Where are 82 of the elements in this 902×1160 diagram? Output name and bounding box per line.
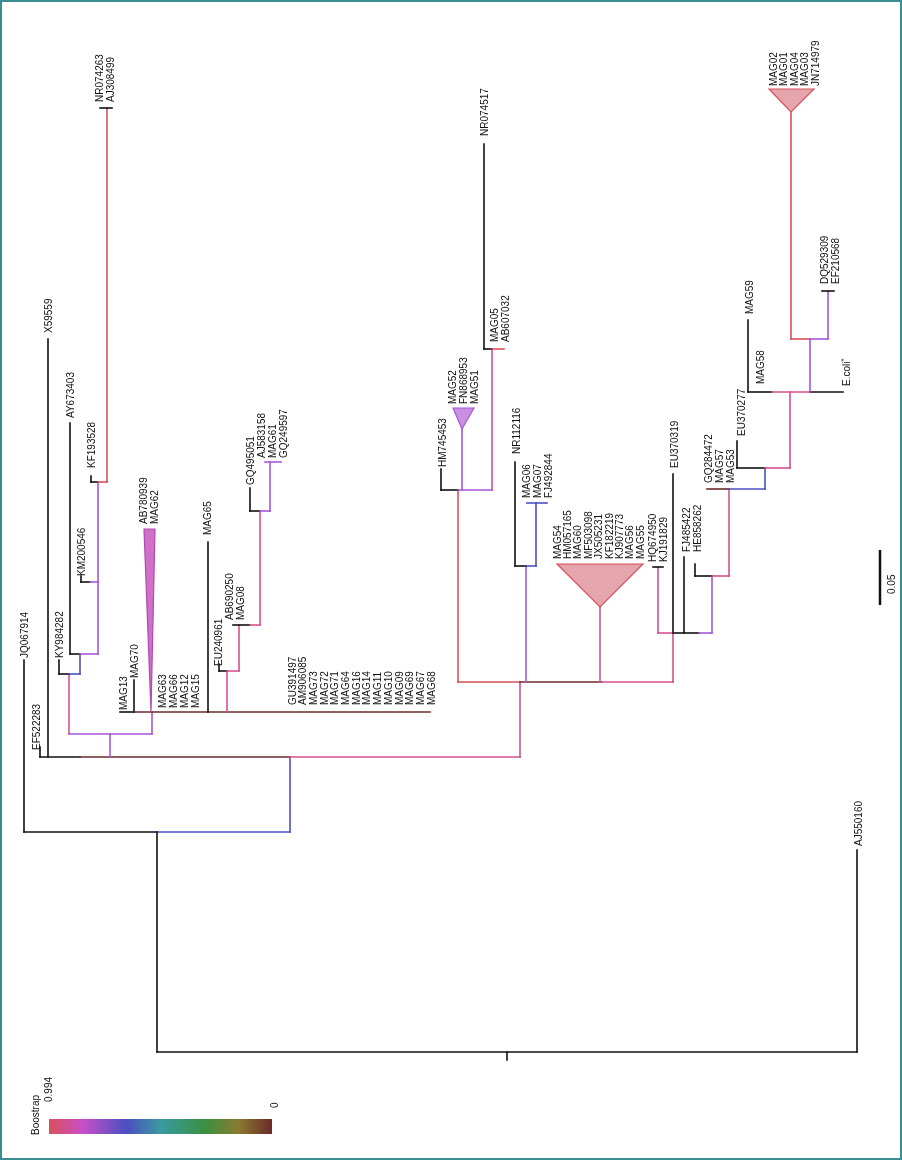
taxon-label: NR074263 (93, 54, 105, 102)
taxon-label: GQ495051 (244, 436, 256, 485)
taxon-label: MAG59 (743, 280, 755, 314)
taxon-label: MAG15 (189, 674, 201, 708)
taxon-label: MAG01 (778, 52, 789, 86)
taxon-label: MAG53 (724, 449, 736, 483)
taxon-label: AB690250 (223, 573, 235, 620)
taxon-label: GQ284472 (702, 434, 714, 483)
taxon-label: MAG04 (788, 52, 800, 86)
taxon-label: AM906085 (297, 656, 309, 705)
taxon-label: EF522283 (30, 703, 42, 750)
taxon-label: MAG55 (634, 525, 646, 559)
taxon-label: MAG14 (361, 671, 373, 705)
taxon-label: JQ067914 (18, 611, 30, 658)
taxon-label: MAG08 (234, 586, 246, 620)
taxon-label: EU370319 (668, 420, 680, 468)
taxon-label: JN714979 (809, 40, 821, 86)
taxon-label: KF193528 (85, 421, 97, 468)
taxon-label: GU391497 (286, 656, 298, 705)
taxon-label: MAG05 (488, 308, 500, 342)
taxon-label: MAG72 (318, 671, 330, 705)
taxon-label: MF503098 (582, 511, 594, 559)
taxon-label: HE858262 (691, 504, 703, 552)
taxon-label: MAG68 (425, 671, 437, 705)
taxon-label: DQ529309 (818, 235, 830, 284)
taxon-label: MAG07 (531, 464, 543, 498)
taxon-label: KY984282 (53, 611, 65, 658)
taxon-label: AJ308499 (104, 56, 116, 102)
scale-label: 0.05 (885, 574, 897, 594)
taxon-label: MAG12 (178, 674, 190, 708)
taxon-label: MAG58 (754, 350, 766, 384)
taxon-label: MAG70 (128, 644, 140, 678)
taxon-label: MAG57 (713, 449, 725, 483)
taxon-label: MAG65 (201, 501, 213, 535)
taxon-label: FJ485422 (680, 507, 692, 552)
taxon-label: MAG63 (156, 674, 168, 708)
taxon-label: MAG56 (624, 525, 636, 559)
taxon-label: HQ674950 (646, 513, 658, 562)
taxon-label: AB607032 (499, 295, 511, 342)
taxon-label: MAG11 (372, 671, 384, 705)
taxon-label: MAG73 (307, 671, 319, 705)
taxon-label: KJ191829 (657, 516, 669, 562)
taxon-label: MAG16 (350, 671, 362, 705)
taxon-label: FJ492844 (542, 453, 554, 498)
taxon-label: MAG69 (404, 671, 416, 705)
taxon-label: JX505231 (593, 513, 605, 559)
taxon-label: MAG09 (393, 671, 405, 705)
taxon-label: MAG52 (446, 370, 458, 404)
taxon-label: KJ907773 (613, 513, 625, 559)
taxon-label: FN868953 (457, 357, 469, 404)
taxon-label: KM200546 (75, 527, 87, 576)
taxon-label: NR112116 (510, 407, 522, 454)
taxon-label: MAG13 (117, 676, 129, 710)
taxon-label: AJ583158 (255, 412, 267, 458)
taxon-label: AY673403 (64, 372, 76, 418)
taxon-label: MAG67 (414, 671, 426, 705)
taxon-label: HM057165 (561, 510, 573, 559)
taxon-label: EF210568 (829, 237, 841, 284)
taxon-label: MAG03 (799, 52, 810, 86)
taxon-label: MAG10 (382, 671, 394, 705)
taxon-label: MAG02 (767, 52, 779, 86)
taxon-label: AJ550160 (852, 800, 864, 846)
taxon-label: MAG62 (148, 490, 160, 524)
taxon-label: GQ249597 (277, 409, 289, 458)
taxon-label: MAG64 (340, 671, 351, 705)
taxon-label: MAG60 (572, 525, 584, 559)
taxon-label: MAG06 (520, 464, 532, 498)
taxon-label: KF182219 (603, 512, 615, 559)
legend-value: 0 (268, 1102, 280, 1108)
taxon-label: MAG71 (329, 671, 341, 705)
taxon-label: MAG66 (167, 674, 179, 708)
taxon-label: AB780939 (137, 477, 149, 524)
taxon-label: EU240961 (212, 618, 224, 666)
taxon-label: MAG51 (468, 370, 480, 404)
taxon-label: X59559 (42, 298, 54, 333)
taxon-label: MAG61 (266, 424, 278, 458)
taxon-label: NR074517 (478, 88, 490, 136)
taxon-label: HM745453 (436, 418, 448, 467)
legend-title: Boostrap (29, 1094, 41, 1135)
taxon-label: MAG54 (551, 525, 563, 559)
taxon-label: EU370277 (735, 388, 747, 436)
legend-value: 0.994 (42, 1076, 54, 1102)
